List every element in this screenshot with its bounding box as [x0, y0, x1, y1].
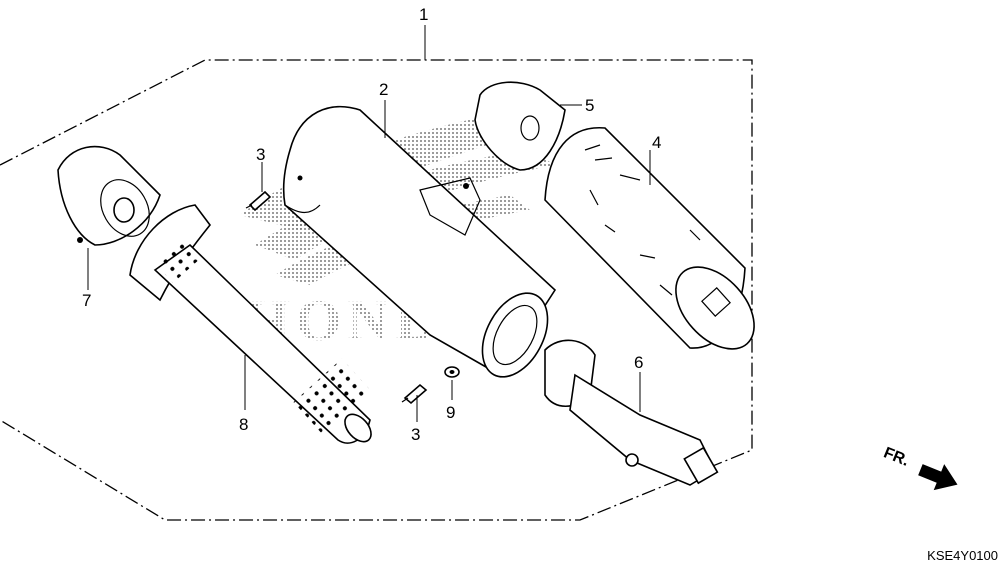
rear-cap-part [57, 145, 161, 246]
rivet-part-lower [401, 383, 428, 405]
rivet-part-upper [245, 190, 272, 212]
callout-1: 1 [419, 5, 428, 24]
joint-pipe-part [544, 339, 719, 486]
washer-part [444, 366, 460, 378]
front-arrow-icon [918, 464, 958, 491]
figure-code: KSE4Y0100 [927, 548, 998, 563]
callout-6: 6 [634, 353, 643, 372]
callout-2: 2 [379, 80, 388, 99]
callout-7: 7 [82, 291, 91, 310]
callout-3-upper: 3 [256, 145, 265, 164]
muffler-body-part [282, 105, 557, 378]
inner-pipe-part [129, 204, 372, 444]
callout-4: 4 [652, 133, 661, 152]
callout-9: 9 [446, 403, 455, 422]
callout-5: 5 [585, 96, 594, 115]
callout-8: 8 [239, 415, 248, 434]
front-direction-indicator: FR. [881, 444, 958, 491]
front-direction-label: FR. [881, 444, 911, 469]
callout-3-lower: 3 [411, 425, 420, 444]
silencer-wrap-part [544, 127, 755, 350]
end-cap-part [474, 81, 566, 171]
leader-lines [87, 100, 651, 422]
